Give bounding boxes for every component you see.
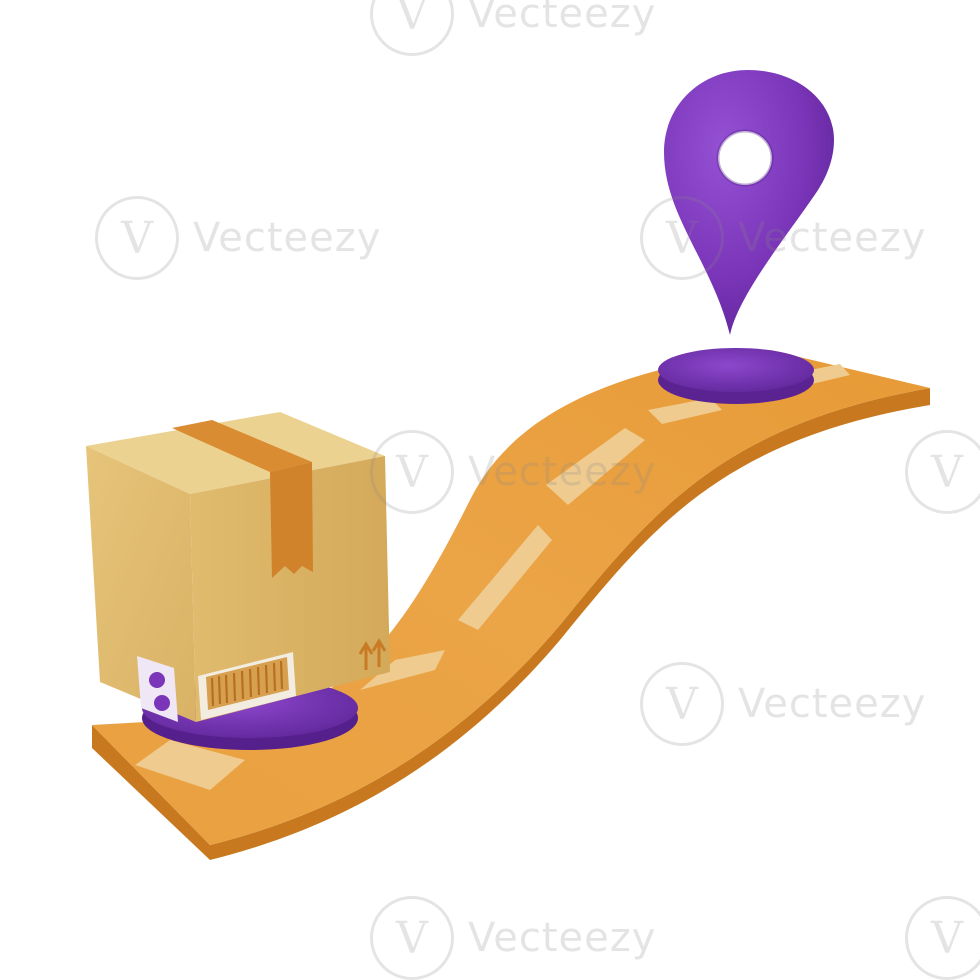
road-edge (92, 388, 930, 860)
destination-pad (658, 348, 814, 392)
road-dashes (135, 364, 850, 790)
handling-label (137, 656, 178, 722)
barcode-icon (198, 652, 296, 720)
destination-marker (658, 70, 834, 404)
package-box-icon (86, 412, 390, 722)
box-right (190, 456, 390, 722)
location-pin-icon (664, 70, 834, 335)
box-tape-side (270, 462, 313, 578)
box-tape-top (172, 420, 312, 472)
this-way-up-arrows-icon (358, 638, 387, 670)
box-front (86, 446, 196, 722)
